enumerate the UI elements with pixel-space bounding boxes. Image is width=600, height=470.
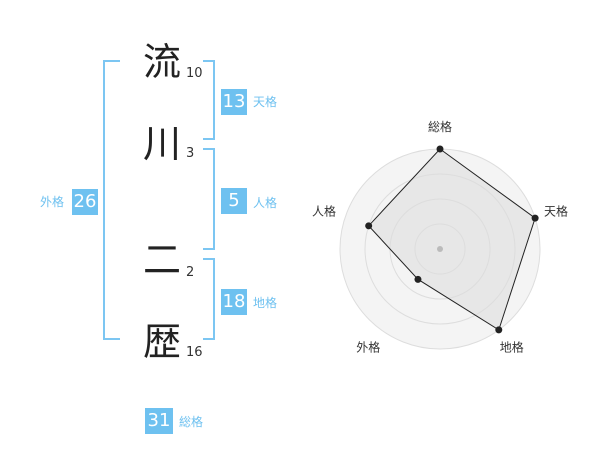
gaikaku-value: 26 [72, 189, 98, 215]
name-char-3: 二 [142, 238, 181, 282]
radar-axis-label-4: 外格 [356, 340, 380, 355]
stroke-count-1: 10 [186, 66, 203, 81]
name-char-4: 歴 [142, 320, 181, 364]
radar-point-4 [414, 275, 422, 283]
radar-axis-label-1: 総格 [428, 119, 452, 134]
radar-axis-label-3: 地格 [500, 340, 524, 355]
chikaku-bracket [203, 258, 215, 340]
stroke-count-4: 16 [186, 345, 203, 360]
radar-point-3 [495, 326, 503, 334]
jinkaku-bracket [203, 148, 215, 250]
radar-point-5 [365, 222, 373, 230]
radar-point-2 [531, 214, 539, 222]
soukaku-value: 31 [145, 408, 173, 434]
radar-axis-label-5: 人格 [312, 203, 336, 218]
gaikaku-bracket [103, 60, 120, 340]
stroke-count-2: 3 [186, 146, 195, 161]
radar-axis-label-2: 天格 [544, 203, 568, 218]
radar-center-dot [437, 246, 443, 252]
radar-point-1 [436, 145, 444, 153]
tenkaku-value: 13 [221, 89, 247, 115]
jinkaku-value: 5 [221, 188, 247, 214]
tenkaku-label: 天格 [253, 95, 278, 109]
gaikaku-label: 外格 [40, 195, 65, 209]
name-char-1: 流 [142, 40, 181, 84]
stroke-count-3: 2 [186, 265, 195, 280]
chikaku-label: 地格 [253, 296, 278, 310]
radar-value-polygon [367, 148, 536, 331]
tenkaku-bracket [203, 60, 215, 140]
name-char-2: 川 [142, 122, 181, 166]
jinkaku-label: 人格 [253, 196, 278, 210]
soukaku-label: 総格 [179, 415, 204, 429]
chikaku-value: 18 [221, 289, 247, 315]
